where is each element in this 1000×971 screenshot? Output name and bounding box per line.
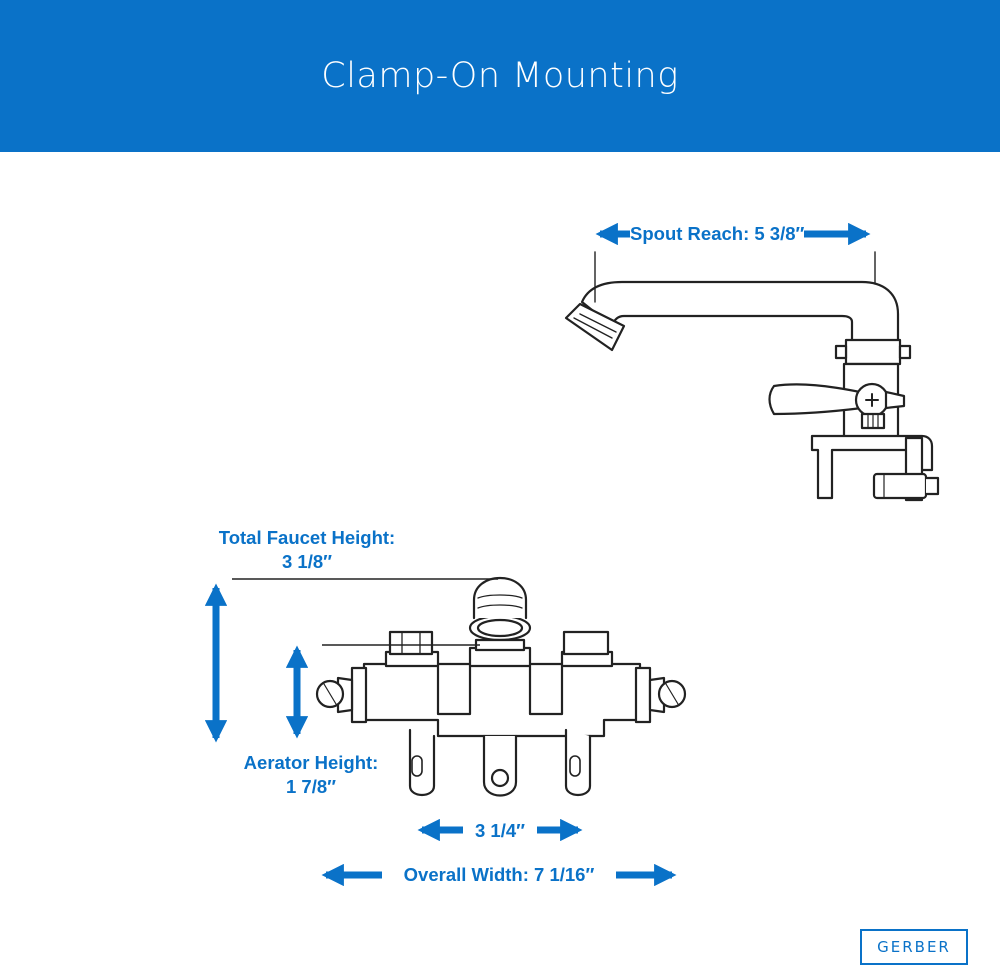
logo-text: GERBER (877, 938, 951, 956)
header-banner: Clamp-On Mounting (0, 0, 1000, 152)
front-view-faucet (315, 576, 687, 797)
total-height-label-1: Total Faucet Height: (218, 527, 396, 548)
side-view-faucet (564, 251, 940, 502)
page-title: Clamp-On Mounting (321, 56, 679, 96)
overall-width-label: Overall Width: 7 1/16″ (382, 864, 616, 886)
total-height-label-2: 3 1/8″ (281, 551, 332, 572)
aerator-height-label-1: Aerator Height: (243, 752, 379, 773)
gerber-logo: GERBER (860, 929, 968, 965)
center-spacing-label: 3 1/4″ (463, 820, 537, 842)
reference-lines (232, 578, 498, 646)
aerator-height-label-2: 1 7/8″ (285, 776, 336, 797)
spout-reach-label: Spout Reach: 5 3/8″ (630, 223, 805, 245)
